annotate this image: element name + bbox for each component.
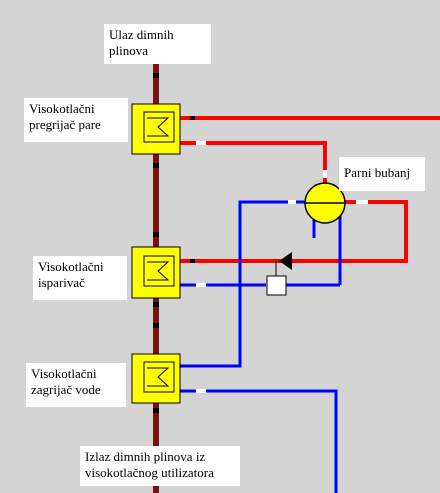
- economizer-to-drum-feedwater-line: [180, 200, 305, 368]
- superheater-outlet-steam-line: [180, 116, 440, 120]
- feedwater-inlet-line: [180, 389, 338, 493]
- drum-downcomer-riser-loop: [180, 200, 408, 263]
- drum-to-superheater-steam-line: [180, 141, 327, 183]
- steam-drum-label: Parni bubanj: [339, 157, 425, 191]
- evaporator-label: Visokotlačni isparivač: [33, 256, 127, 300]
- evaporator-exchanger-icon: [131, 246, 181, 299]
- evaporator-water-line: [180, 214, 342, 287]
- superheater-exchanger-icon: [131, 103, 181, 155]
- flue-gas-outlet-label: Izlaz dimnih plinova iz visokotlačnog ut…: [80, 446, 240, 486]
- economizer-exchanger-icon: [131, 353, 181, 404]
- flue-gas-inlet-label: Ulaz dimnih plinova: [104, 24, 211, 64]
- economizer-label: Visokotlačni zagrijač vode: [26, 363, 126, 407]
- control-valve-icon: [266, 252, 292, 296]
- steam-drum-icon: [304, 182, 346, 224]
- superheater-label: Visokotlačni pregrijač pare: [24, 98, 128, 142]
